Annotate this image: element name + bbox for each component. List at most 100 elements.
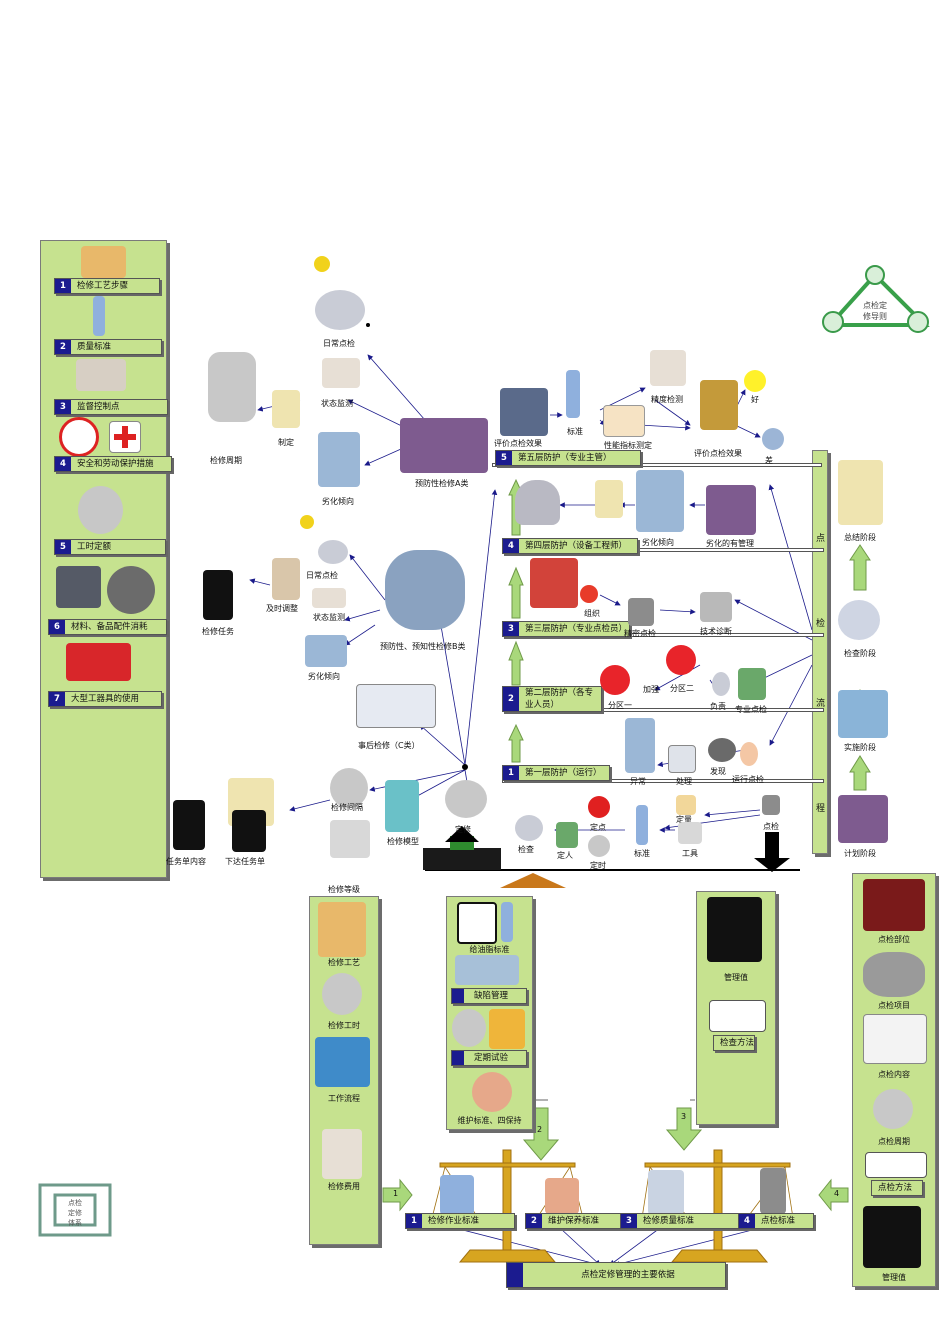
mgmt-label: 管理值 — [724, 973, 748, 982]
stage-plan: 计划阶段 — [844, 849, 876, 858]
bottom-left-panel: 检修工艺 检修工时 工作流程 检修费用 — [309, 896, 379, 1245]
bar-chart-icon — [603, 405, 645, 437]
arrow-num-3: 3 — [681, 1112, 687, 1121]
fr-item-1: 点检部位 — [878, 935, 910, 944]
preventive-b-label: 预防性、预知性检修B类 — [380, 642, 466, 651]
abnormal-label: 异常 — [630, 777, 646, 786]
parts-icon — [56, 566, 101, 608]
good-label: 好 — [751, 395, 759, 404]
no-smoking-icon — [59, 417, 99, 457]
flow-char-2: 检 — [816, 619, 826, 629]
scale-item-3-icon — [648, 1170, 684, 1215]
method-far-icon — [865, 1152, 927, 1178]
state-monitor-top: 状态监测 — [321, 399, 353, 408]
computer-icon — [700, 592, 732, 622]
method-label: 检查方法 — [713, 1035, 755, 1051]
kite-man-l4-icon — [706, 485, 756, 535]
run-point-label: 运行点检 — [732, 775, 764, 784]
model-label: 检修模型 — [387, 837, 419, 846]
logo-top-right-text: 点检定 修导则 — [863, 301, 887, 321]
model-icon — [385, 780, 419, 832]
degrade-mid: 劣化倾向 — [308, 672, 340, 681]
baby-icon — [740, 742, 758, 766]
sun-icon — [314, 256, 330, 272]
zone2-label: 分区二 — [670, 684, 694, 693]
shower-icon — [385, 550, 465, 630]
pisa-mid-icon — [305, 635, 347, 667]
arrow-num-4: 4 — [834, 1189, 840, 1198]
kite-man-top-icon — [400, 418, 488, 473]
interval-label: 检修间隔 — [331, 803, 363, 812]
microscope-icon — [628, 598, 654, 626]
bl-item-2: 检修工时 — [328, 1021, 360, 1030]
zone1-label: 分区一 — [608, 701, 632, 710]
basis-label: 点检定修管理的主要依据 — [506, 1262, 726, 1288]
scale-item-1-icon — [440, 1175, 474, 1215]
fr-item-4: 点检周期 — [878, 1137, 910, 1146]
fr-item-6: 管理值 — [882, 1273, 906, 1282]
test-tube-mid-icon — [501, 902, 513, 942]
cross-icon — [588, 796, 610, 818]
point-check-label: 点检 — [763, 822, 779, 831]
logo-bottom-left-text: 点检 定修 体系 — [68, 1199, 82, 1227]
layer5-bar — [492, 463, 822, 467]
bl-item-4: 检修费用 — [328, 1182, 360, 1191]
stage-implement: 实施阶段 — [844, 743, 876, 752]
person-icon — [556, 822, 578, 848]
thermometer-mid-icon — [312, 588, 346, 608]
fr-item-3: 点检内容 — [878, 1070, 910, 1079]
elephant-icon — [863, 952, 925, 997]
mgmt-speaker-icon — [707, 897, 762, 962]
thinker-icon — [500, 388, 548, 436]
degrade-l4-label: 劣化倾向 — [642, 538, 674, 547]
flower-icon — [580, 585, 598, 603]
cycle-label: 检修周期 — [210, 456, 242, 465]
fixed-person-label: 定人 — [557, 851, 573, 860]
org-label: 组织 — [584, 609, 600, 618]
binoculars-icon — [708, 738, 736, 762]
magnifier-mid-icon — [318, 540, 348, 564]
tech-diag-label: 技术诊断 — [700, 627, 732, 636]
oil-label: 给油脂标准 — [469, 945, 510, 954]
scroll-icon — [838, 460, 883, 525]
tool-label: 工具 — [682, 849, 698, 858]
fr-item-5: 点检方法 — [871, 1180, 923, 1196]
state-monitor-mid: 状态监测 — [313, 613, 345, 622]
bad-label: 差 — [765, 456, 773, 465]
clock-interval-icon — [330, 768, 368, 808]
strengthen-label: 加强 — [643, 685, 659, 694]
bottom-mid-panel: 给油脂标准 缺陷管理 定期试验 维护标准、四保持 — [446, 896, 533, 1130]
ruler-icon — [489, 1009, 525, 1049]
precision-point-label: 精密点检 — [624, 629, 656, 638]
tool-icon — [678, 822, 702, 844]
clock-mid-icon — [452, 1009, 486, 1047]
eval-result-label: 评价点检效果 — [494, 439, 542, 448]
scroll-l4-icon — [595, 480, 623, 518]
check-label: 检查 — [518, 845, 534, 854]
balance-scale-icon — [700, 380, 738, 430]
speaker-right-icon — [232, 810, 266, 852]
layer1-bar — [502, 779, 824, 783]
flow-char-1: 点 — [816, 534, 826, 544]
test-tube-l5-icon — [566, 370, 580, 418]
handle-label: 处理 — [676, 777, 692, 786]
sign-icon — [676, 795, 696, 815]
scale-item-2-icon — [545, 1178, 579, 1214]
speaker-left-icon — [173, 800, 205, 850]
bl-item-3: 工作流程 — [328, 1094, 360, 1103]
clock-hammer-icon — [78, 486, 123, 534]
landscape-icon — [315, 1037, 370, 1087]
stage-check: 检查阶段 — [844, 649, 876, 658]
method-diagram-icon — [709, 1000, 766, 1032]
microscope-bottom-icon — [762, 795, 780, 815]
sun-mid-icon — [300, 515, 314, 529]
discover-label: 发现 — [710, 767, 726, 776]
gear-icon — [107, 566, 155, 614]
